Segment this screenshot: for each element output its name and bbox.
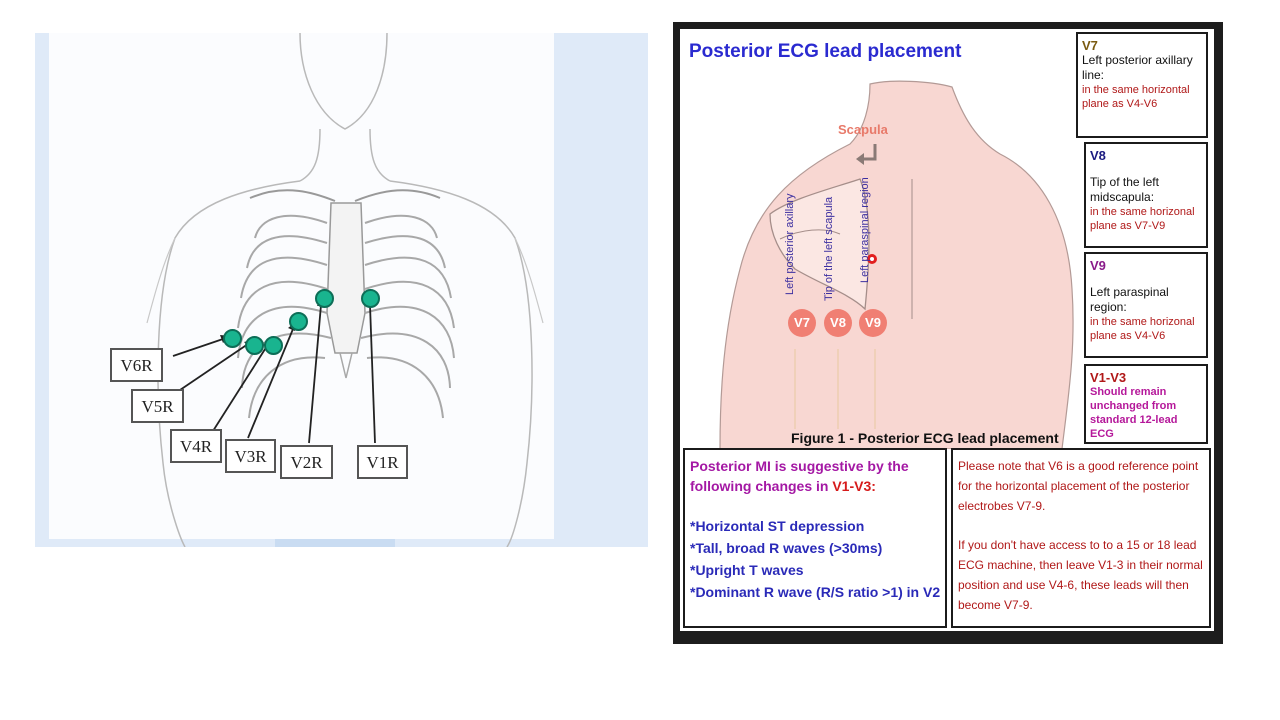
mi-criterion: *Horizontal ST depression <box>690 518 865 534</box>
side-box-v9-heading: V9 <box>1090 258 1106 273</box>
side-box-v9-note: in the same horizonal plane as V4-V6 <box>1090 316 1195 342</box>
lead-label-v6r: V6R <box>110 348 163 382</box>
back-illustration <box>719 80 1074 449</box>
side-box-v9-description: Left paraspinal region: <box>1090 285 1169 314</box>
side-box-v1-v3-heading: V1-V3 <box>1090 370 1127 385</box>
side-box-v7-heading: V7 <box>1082 38 1098 53</box>
side-box-v8-note: in the same horizonal plane as V7-V9 <box>1090 206 1195 232</box>
mi-criterion: *Tall, broad R waves (>30ms) <box>690 540 883 556</box>
electrode-v2r <box>315 289 334 308</box>
posterior-mi-box: Posterior MI is suggestive by the follow… <box>683 448 947 628</box>
vertical-label-axillary: Left posterior axillary <box>784 193 796 296</box>
figure-caption: Figure 1 - Posterior ECG lead placement <box>791 430 1059 446</box>
side-box-v8: V8 Tip of the left midscapula: in the sa… <box>1084 142 1208 248</box>
note-paragraph-1: Please note that V6 is a good reference … <box>958 459 1199 513</box>
lead-circle-v9: V9 <box>859 309 887 337</box>
side-box-v7-note: in the same horizontal plane as V4-V6 <box>1082 84 1190 110</box>
side-box-v8-description: Tip of the left midscapula: <box>1090 175 1159 204</box>
side-box-v1-v3-note: Should remain unchanged from standard 12… <box>1090 386 1178 440</box>
mi-criterion: *Dominant R wave (R/S ratio >1) in V2 <box>690 584 941 600</box>
right-sided-ecg-diagram: V6R V5R V4R V3R V2R V1R <box>35 33 648 547</box>
lead-label-v2r: V2R <box>280 445 333 479</box>
mi-criteria-list: *Horizontal ST depression *Tall, broad R… <box>690 515 940 603</box>
chest-illustration <box>35 33 648 547</box>
reference-note-box: Please note that V6 is a good reference … <box>951 448 1211 628</box>
lead-circle-v8: V8 <box>824 309 852 337</box>
vertical-label-scapula: Tip of the left scapula <box>823 196 835 301</box>
lead-label-v1r: V1R <box>357 445 408 479</box>
side-box-v7-description: Left posterior axillary line: <box>1082 53 1193 82</box>
electrode-v6r <box>223 329 242 348</box>
mi-heading: Posterior MI is suggestive by the follow… <box>690 456 940 496</box>
mi-criterion: *Upright T waves <box>690 562 804 578</box>
mi-heading-leads: V1-V3: <box>832 478 876 494</box>
lead-label-v5r: V5R <box>131 389 184 423</box>
electrode-v3r <box>289 312 308 331</box>
vertical-label-paraspinal: Left paraspinal region <box>859 177 871 283</box>
scapula-label: Scapula <box>838 122 888 137</box>
posterior-ecg-panel: Posterior ECG lead placement Scapula Lef… <box>673 22 1223 644</box>
side-box-v7: V7 Left posterior axillary line: in the … <box>1076 32 1208 138</box>
lead-label-v4r: V4R <box>170 429 222 463</box>
electrode-v1r <box>361 289 380 308</box>
side-box-v8-heading: V8 <box>1090 148 1106 163</box>
lead-label-v3r: V3R <box>225 439 276 473</box>
electrode-v4r <box>264 336 283 355</box>
side-box-v9: V9 Left paraspinal region: in the same h… <box>1084 252 1208 358</box>
mi-heading-text: Posterior MI is suggestive by the follow… <box>690 458 909 494</box>
electrode-v5r <box>245 336 264 355</box>
side-box-v1-v3: V1-V3 Should remain unchanged from stand… <box>1084 364 1208 444</box>
note-paragraph-2: If you don't have access to to a 15 or 1… <box>958 538 1203 612</box>
lead-circle-v7: V7 <box>788 309 816 337</box>
panel-title: Posterior ECG lead placement <box>689 41 962 62</box>
